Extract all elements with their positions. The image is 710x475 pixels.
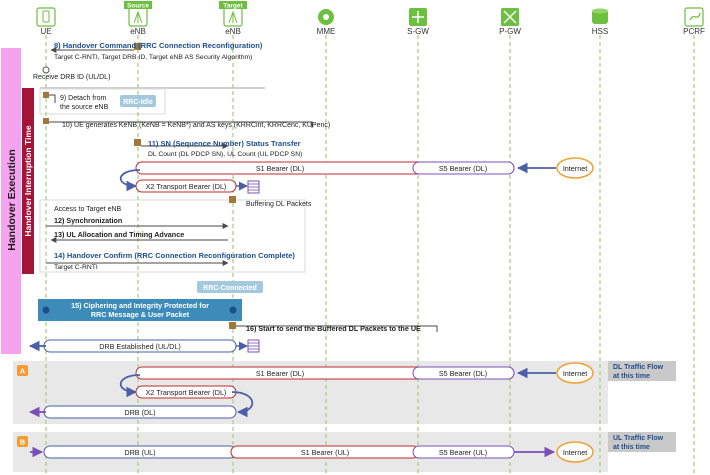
interruption-time-label: Handover Interruption Time [23, 125, 33, 237]
s5-bearer-dl-tube [412, 366, 515, 380]
step15-endpoint-ue [42, 306, 50, 314]
detach-panel [39, 88, 166, 115]
x2-forwarding-loop [119, 374, 141, 398]
x2-transport-bearer-label: X2 Transport Bearer (DL) [146, 182, 227, 191]
database-icon [592, 8, 608, 24]
ul-flow-label-box [608, 432, 676, 452]
handover-execution-bar [1, 48, 21, 354]
activation-marker [229, 322, 236, 329]
drb-dl-label: DRB (DL) [124, 408, 155, 417]
flow-a-badge-label: A [20, 367, 26, 376]
entity-label-target-enb: eNB [225, 27, 241, 36]
step8-detail: Target C-RNTI, Target DRB ID, Target eNB… [54, 54, 252, 61]
activation-marker [43, 118, 49, 124]
internet-label: Internet [563, 164, 587, 173]
step11-detail: DL Count (DL PDCP SN), UL Count (UL PDCP… [148, 151, 302, 158]
step9-line2: the source eNB [60, 104, 109, 111]
dl-flow-label-box [608, 361, 676, 381]
step13-text: 13) UL Allocation and Timing Advance [54, 230, 184, 239]
entity-label-sgw: S-GW [407, 27, 429, 36]
step9-connector [49, 94, 56, 103]
panel-divider [40, 87, 265, 89]
entity-label-source-enb: eNB [130, 27, 146, 36]
s1-bearer-ul-label: S1 Bearer (UL) [301, 448, 349, 457]
activation-marker [134, 139, 141, 146]
step14-detail: Target C-RNTI [54, 264, 98, 271]
step10-text: 10) UE generates KeNB (KeNB = KeNB*) and… [62, 122, 330, 129]
x2-transport-bearer-label: X2 Transport Bearer (DL) [146, 388, 227, 397]
buffer-icon [247, 180, 260, 194]
activation-marker [229, 196, 236, 203]
entity-label-ue: UE [40, 27, 51, 36]
ul-flow-label-line2: at this time [613, 444, 650, 451]
s5-bearer-ul-label: S5 Bearer (UL) [439, 448, 487, 457]
gateway-icon [409, 8, 427, 26]
step10-connector [49, 121, 313, 128]
access-panel [39, 199, 306, 273]
entity-label-pgw: P-GW [499, 27, 521, 36]
rrc-idle-badge [120, 95, 156, 107]
step16-text: 16) Start to send the Buffered DL Packet… [246, 324, 421, 333]
step16-connector [236, 325, 438, 332]
flow-b-badge [17, 436, 28, 447]
internet-cloud [556, 362, 594, 384]
internet-label: Internet [563, 448, 587, 457]
entity-label-pcrf: PCRF [683, 27, 705, 36]
drb-ul-label: DRB (UL) [124, 448, 155, 457]
s5-bearer-dl-tube [412, 161, 515, 175]
rrc-connected-label: RRC-Connected [203, 285, 257, 292]
handover-execution-label: Handover Execution [6, 149, 18, 251]
lifelines [45, 35, 695, 475]
internet-cloud [556, 441, 594, 463]
entity-label-mme: MME [317, 27, 336, 36]
step14-title: 14) Handover Confirm (RRC Connection Rec… [54, 251, 295, 260]
gear-icon [318, 9, 334, 25]
activation-marker [43, 92, 49, 98]
buffering-label: Buffering DL Packets [246, 201, 312, 208]
s5-bearer-dl-label: S5 Bearer (DL) [439, 369, 487, 378]
step15-box [38, 299, 242, 321]
step15-line1: 15) Ciphering and Integrity Protected fo… [71, 301, 209, 310]
step15-line2: RRC Message & User Packet [91, 310, 190, 319]
entity-label-hss: HSS [592, 27, 608, 36]
antenna-icon [223, 7, 243, 27]
buffer-icon [247, 339, 260, 353]
internet-cloud [556, 157, 594, 179]
rrc-idle-label: RRC-Idle [123, 99, 153, 106]
source-tag-label: Source [127, 3, 149, 10]
antenna-icon [128, 7, 148, 27]
activation-marker [134, 43, 141, 50]
dl-flow-label-line2: at this time [613, 373, 650, 380]
target-tag-label: Target [223, 3, 243, 10]
step9-line1: 9) Detach from [60, 95, 106, 102]
drb-established-label: DRB Established (UL/DL) [99, 342, 181, 351]
dl-flow-label-line1: DL Traffic Flow [613, 364, 664, 371]
rrc-connected-badge [197, 281, 263, 293]
s1-bearer-dl-label: S1 Bearer (DL) [256, 369, 304, 378]
s1-bearer-dl-label: S1 Bearer (DL) [256, 164, 304, 173]
policy-icon [684, 7, 704, 27]
receive-drb-text: Receive DRB ID (UL/DL) [33, 74, 110, 81]
s5-bearer-dl-label: S5 Bearer (DL) [439, 164, 487, 173]
source-tag [124, 1, 152, 9]
gateway-icon [501, 8, 519, 26]
ul-flow-label-line1: UL Traffic Flow [613, 435, 664, 442]
phone-icon [36, 7, 56, 27]
x2-forwarding-loop [119, 169, 141, 192]
internet-label: Internet [563, 369, 587, 378]
step11-title: 11) SN (Sequence Number) Status Transfer [148, 139, 301, 148]
flow-b-badge-label: B [20, 438, 26, 447]
receive-point [42, 66, 50, 74]
target-to-drb-loop [231, 391, 254, 418]
flow-a-badge [17, 365, 28, 376]
step8-title: 8) Handover Command (RRC Connection Reco… [54, 41, 263, 50]
interruption-time-bar [22, 88, 34, 274]
access-target-label: Access to Target eNB [54, 206, 122, 213]
step15-endpoint-enb [229, 306, 237, 314]
step12-text: 12) Synchronization [54, 216, 122, 225]
target-tag [219, 1, 247, 9]
